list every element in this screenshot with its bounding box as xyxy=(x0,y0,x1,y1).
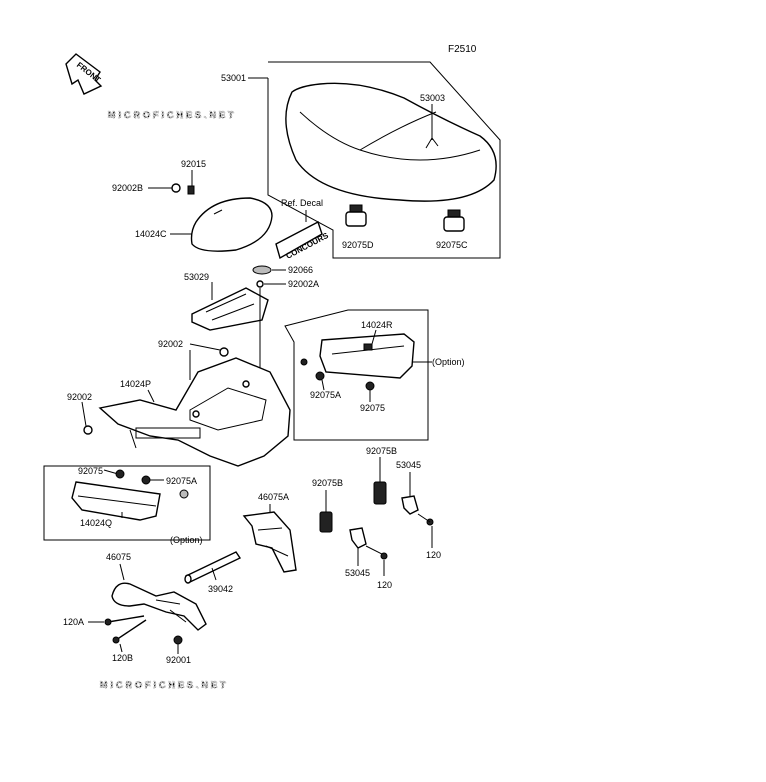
label-92015: 92015 xyxy=(181,159,206,169)
label-92002B: 92002B xyxy=(112,183,143,193)
label-92075-right: 92075 xyxy=(360,403,385,413)
seat-callout-box xyxy=(267,61,501,259)
label-option-left: (Option) xyxy=(170,535,203,545)
label-46075: 46075 xyxy=(106,552,131,562)
label-ref-decal: Ref. Decal xyxy=(281,198,323,208)
figure-code: F2510 xyxy=(448,44,477,55)
label-92066: 92066 xyxy=(288,265,313,275)
label-92002A: 92002A xyxy=(288,279,319,289)
label-14024R: 14024R xyxy=(361,320,393,330)
label-92075D: 92075D xyxy=(342,240,374,250)
label-92075A-right: 92075A xyxy=(310,390,341,400)
bracket-46075 xyxy=(111,582,207,631)
bolt-92001 xyxy=(173,635,183,645)
bolt-120B xyxy=(115,619,147,641)
option-box-right xyxy=(284,309,429,441)
label-53045-upper: 53045 xyxy=(396,460,421,470)
label-92075A-left: 92075A xyxy=(166,476,197,486)
rear-light-14024R xyxy=(319,333,415,379)
label-option-right: (Option) xyxy=(432,357,465,367)
holder-53045-upper xyxy=(401,495,419,515)
label-92002-upper: 92002 xyxy=(158,339,183,349)
label-92075C: 92075C xyxy=(436,240,468,250)
label-92075B-upper: 92075B xyxy=(366,446,397,456)
watermark-bottom: MICROFICHES.NET xyxy=(100,680,229,690)
label-120A: 120A xyxy=(63,617,84,627)
bolt-120A xyxy=(107,615,145,623)
label-14024C: 14024C xyxy=(135,229,167,239)
seat-53001 xyxy=(285,82,497,202)
label-53001: 53001 xyxy=(221,73,246,83)
decal-concours: CONCOURS xyxy=(275,220,330,261)
damper-92075D xyxy=(345,204,367,227)
tail-pad-14024C xyxy=(190,197,273,252)
fender-14024P xyxy=(98,357,291,467)
rack-53029 xyxy=(191,287,269,331)
label-92001: 92001 xyxy=(166,655,191,665)
shaft-39042 xyxy=(184,551,242,584)
screw-92002B xyxy=(171,183,181,193)
clip-92015 xyxy=(187,185,195,195)
label-53045-lower: 53045 xyxy=(345,568,370,578)
watermark-top: MICROFICHES.NET xyxy=(108,110,237,120)
label-120B: 120B xyxy=(112,653,133,663)
rear-light-14024Q xyxy=(71,481,161,521)
label-14024Q: 14024Q xyxy=(80,518,112,528)
label-39042: 39042 xyxy=(208,584,233,594)
label-92002-lower: 92002 xyxy=(67,392,92,402)
screw-92002A xyxy=(256,280,264,288)
bracket-46075A xyxy=(242,511,297,573)
label-53003: 53003 xyxy=(420,93,445,103)
front-arrow-icon: FRONT xyxy=(65,53,102,95)
label-46075A: 46075A xyxy=(258,492,289,502)
screw-92002-upper xyxy=(219,347,229,357)
cap-92066 xyxy=(252,265,272,275)
label-120-lower: 120 xyxy=(377,580,392,590)
option-box-left xyxy=(43,465,211,541)
screw-92002-lower xyxy=(83,425,93,435)
bumper-92075B-lower xyxy=(319,511,333,533)
label-14024P: 14024P xyxy=(120,379,151,389)
label-92075-left: 92075 xyxy=(78,466,103,476)
nut-92075-right xyxy=(365,381,375,391)
bumper-92075B-upper xyxy=(373,481,387,505)
nut-92075A-right xyxy=(315,371,325,381)
nut-92075-left xyxy=(115,469,125,479)
nut-92075A-left xyxy=(141,475,151,485)
label-53029: 53029 xyxy=(184,272,209,282)
label-92075B-lower: 92075B xyxy=(312,478,343,488)
damper-92075C xyxy=(443,209,465,232)
holder-53045-lower xyxy=(349,527,367,549)
label-120-upper: 120 xyxy=(426,550,441,560)
